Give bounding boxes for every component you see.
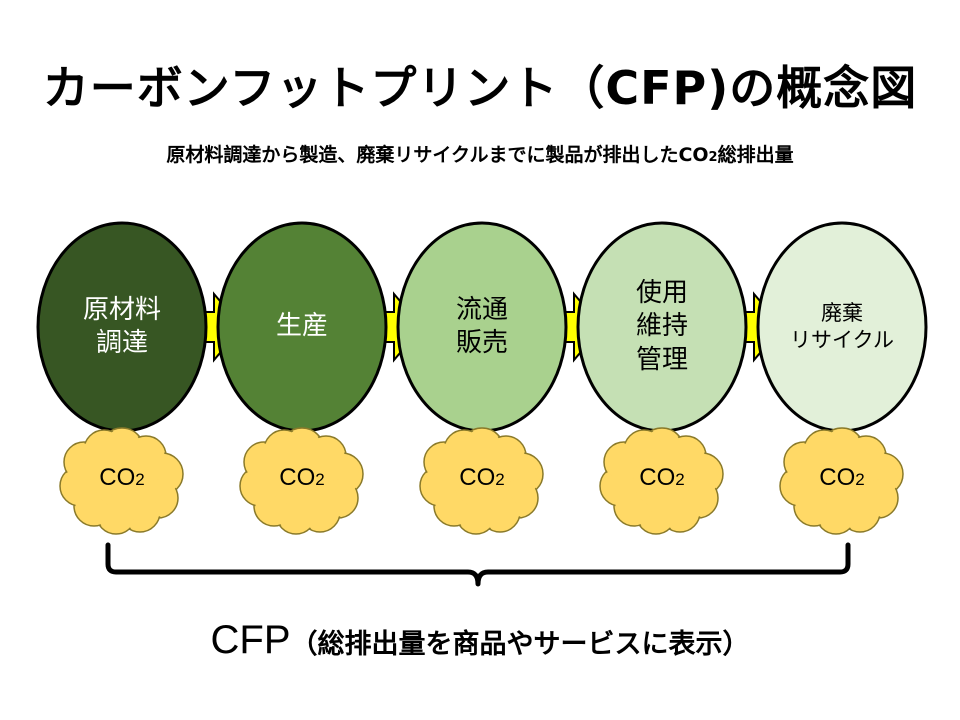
stage-ellipse (756, 221, 928, 433)
cloud-fill (273, 451, 331, 509)
stage-ellipse (396, 221, 568, 433)
footer-cfp: CFP (210, 618, 291, 662)
co2-cloud (59, 427, 184, 535)
subtitle-text: 原材料調達から製造、廃棄リサイクルまでに製品が排出したCO (166, 144, 709, 166)
subtitle-subscript: 2 (708, 150, 718, 165)
subtitle: 原材料調達から製造、廃棄リサイクルまでに製品が排出したCO2総排出量 (0, 140, 960, 167)
co2-cloud (239, 427, 364, 535)
subtitle-text-end: 総排出量 (717, 144, 794, 166)
cloud-fill (453, 451, 511, 509)
co2-cloud (599, 427, 724, 535)
stage-ellipse (576, 221, 748, 433)
total-brace (105, 542, 851, 587)
cloud-fill (633, 451, 691, 509)
co2-cloud (779, 427, 904, 535)
footer: CFP（総排出量を商品やサービスに表示） (0, 618, 960, 663)
page-title: カーボンフットプリント（CFP)の概念図 (42, 61, 918, 115)
co2-cloud (419, 427, 544, 535)
cloud-fill (93, 451, 151, 509)
stage-ellipse (36, 221, 208, 433)
footer-description: （総排出量を商品やサービスに表示） (290, 629, 750, 660)
cloud-fill (813, 451, 871, 509)
stage-ellipse (216, 221, 388, 433)
